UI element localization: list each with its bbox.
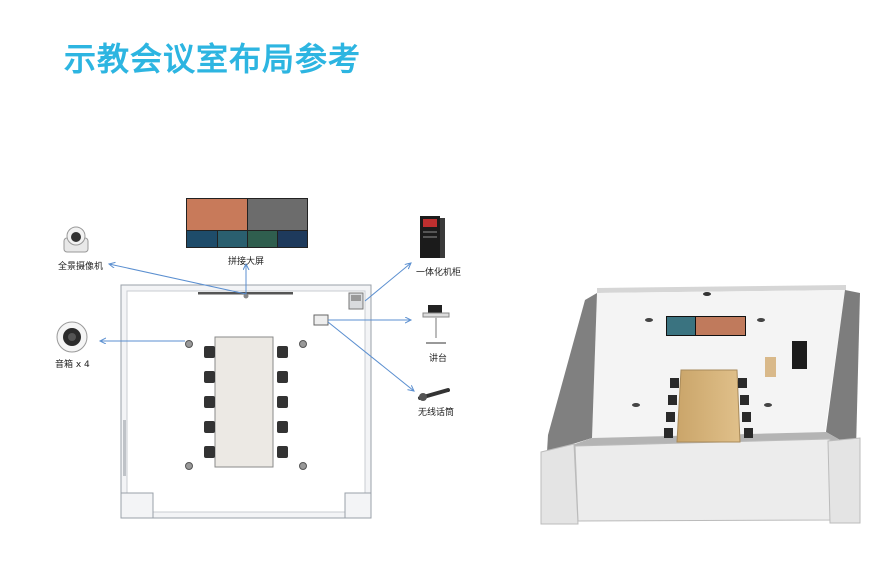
speaker-label: 音箱 x 4 <box>55 360 90 370</box>
chairs-left <box>204 346 215 458</box>
camera-icon <box>63 226 89 253</box>
podium-label: 讲台 <box>429 354 448 364</box>
cabinet-label: 一体化机柜 <box>416 268 462 278</box>
camera-plan <box>243 293 249 299</box>
podium-plan <box>313 314 329 326</box>
videowall-label: 拼接大屏 <box>228 257 265 267</box>
floor-plan <box>120 284 372 519</box>
video-wall-icon <box>186 198 308 248</box>
camera-label: 全景摄像机 <box>58 262 104 272</box>
speaker-icon <box>56 321 88 353</box>
microphone-label: 无线话筒 <box>418 408 455 418</box>
podium-icon <box>422 305 450 344</box>
callout-arrows <box>100 263 414 391</box>
chairs-right <box>277 346 288 458</box>
microphone-icon <box>418 388 450 401</box>
table-plan <box>214 336 274 468</box>
speaker-plan-group <box>185 340 307 470</box>
cabinet-icon <box>420 216 445 258</box>
page-title: 示教会议室布局参考 <box>64 40 362 78</box>
room-3d-render <box>540 285 861 525</box>
